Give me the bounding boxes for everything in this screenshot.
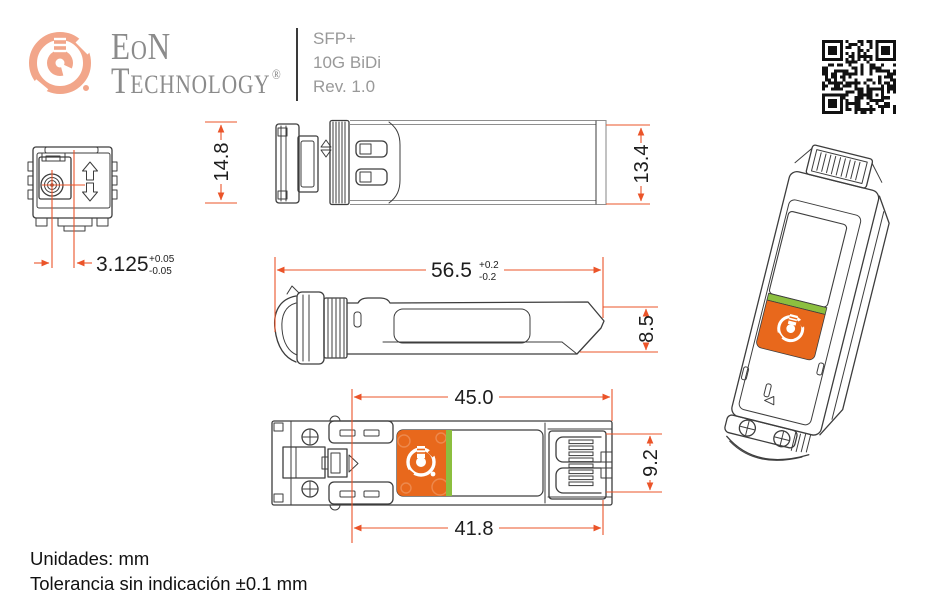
dim-flange-to-end: 41.8 bbox=[353, 500, 604, 540]
brand-wordmark: EoN Technology® bbox=[111, 26, 282, 102]
eon-logo-icon bbox=[29, 32, 93, 95]
dim-body-height-value: 8.5 bbox=[636, 315, 658, 343]
units-note: Unidades: mm bbox=[30, 548, 150, 569]
header-divider bbox=[296, 28, 298, 101]
brand-line2: Technology® bbox=[111, 60, 282, 102]
dim-overall-length-tolminus: -0.2 bbox=[479, 272, 497, 283]
product-info: SFP+ 10G BiDi Rev. 1.0 bbox=[313, 27, 381, 99]
edge-connector-fingers bbox=[568, 439, 594, 487]
dim-overall-width-value: 14.8 bbox=[211, 143, 233, 182]
registered-mark: ® bbox=[272, 67, 282, 83]
product-label bbox=[396, 429, 544, 497]
dim-fiber-offset: 3.125 +0.05 -0.05 bbox=[34, 253, 175, 277]
dim-body-height: 8.5 bbox=[580, 306, 658, 353]
qr-code bbox=[822, 40, 897, 115]
brand-line1: EoN bbox=[111, 26, 171, 68]
top-view-drawing bbox=[275, 119, 607, 206]
iso-label-logo-icon bbox=[775, 314, 806, 343]
dim-housing-length-value: 45.0 bbox=[455, 387, 494, 409]
dim-overall-length-tolplus: +0.2 bbox=[479, 260, 499, 271]
bottom-view-drawing bbox=[271, 415, 613, 511]
dim-body-width-value: 13.4 bbox=[631, 145, 653, 184]
product-speed: 10G BiDi bbox=[313, 53, 382, 72]
dim-overall-width: 14.8 bbox=[205, 121, 237, 204]
dim-overall-length: 56.5 +0.2 -0.2 bbox=[274, 257, 604, 332]
dim-connector-width-value: 9.2 bbox=[640, 449, 662, 477]
dim-overall-length-value: 56.5 bbox=[431, 259, 472, 282]
product-type: SFP+ bbox=[313, 29, 356, 48]
side-view-drawing bbox=[273, 285, 605, 365]
up-arrow-glyph bbox=[82, 161, 98, 181]
tolerance-note: Tolerancia sin indicación ±0.1 mm bbox=[30, 573, 308, 594]
front-view-drawing bbox=[27, 146, 118, 268]
label-logo-icon bbox=[406, 446, 436, 477]
drawing-notes: Unidades: mm Tolerancia sin indicación ±… bbox=[30, 546, 308, 596]
dim-flange-to-end-value: 41.8 bbox=[455, 518, 494, 540]
dim-connector-width: 9.2 bbox=[606, 433, 662, 493]
product-revision: Rev. 1.0 bbox=[313, 77, 376, 96]
dim-fiber-offset-tolplus: +0.05 bbox=[149, 254, 175, 265]
dim-fiber-offset-tolminus: -0.05 bbox=[149, 266, 172, 277]
down-arrow-glyph bbox=[82, 182, 98, 202]
dim-body-width: 13.4 bbox=[606, 124, 653, 205]
isometric-view-drawing bbox=[724, 144, 890, 461]
dim-fiber-offset-value: 3.125 bbox=[96, 253, 149, 276]
dim-housing-length: 45.0 bbox=[351, 387, 613, 543]
